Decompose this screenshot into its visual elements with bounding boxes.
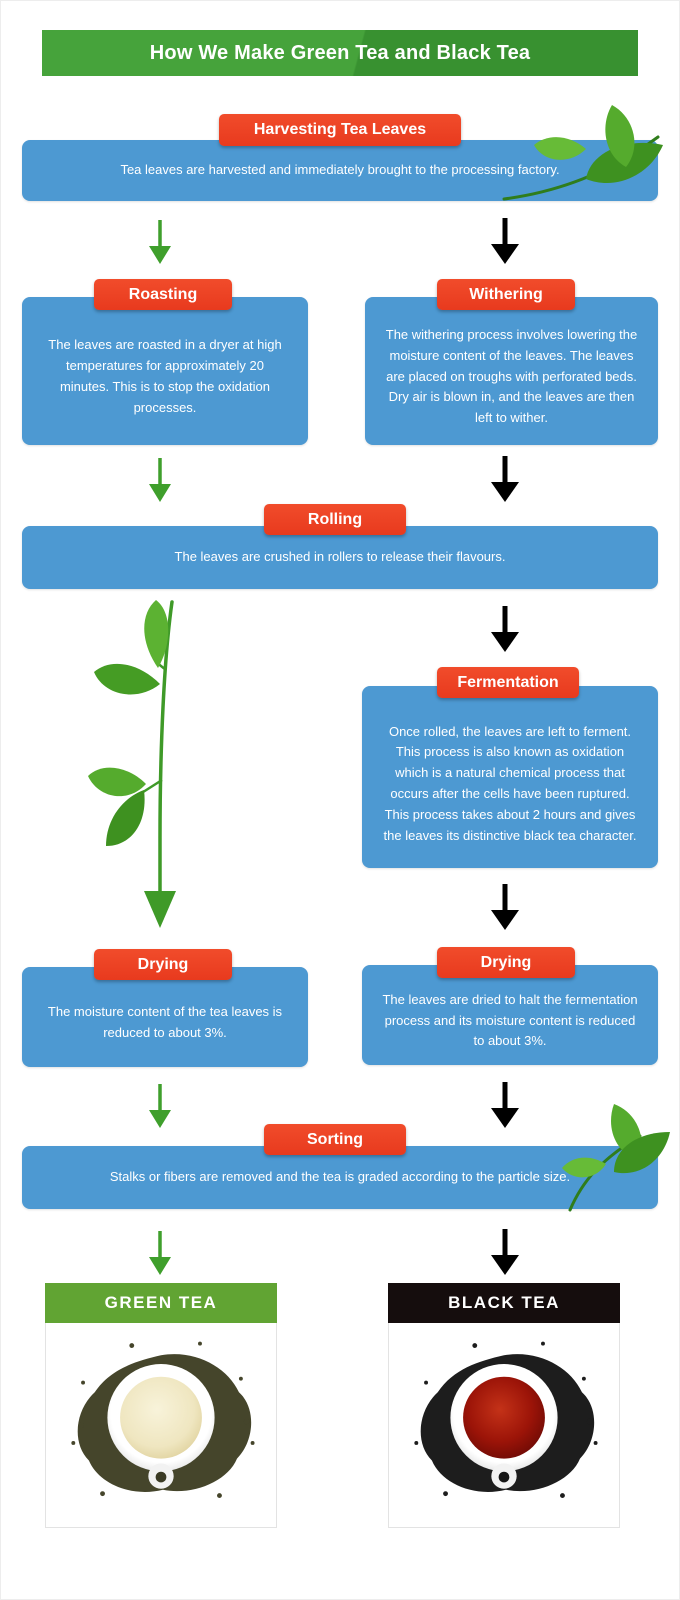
step-harvesting-label: Harvesting Tea Leaves: [253, 121, 427, 138]
step-drying-green-box: The moisture content of the tea leaves i…: [22, 967, 308, 1067]
green-down-arrow-icon: [144, 1084, 176, 1133]
black-down-arrow-icon: [488, 884, 522, 935]
step-drying-black-box: The leaves are dried to halt the ferment…: [362, 965, 658, 1065]
green-tea-result-header: GREEN TEA: [45, 1283, 277, 1323]
green-tea-result-card: [45, 1323, 277, 1528]
page-title-text: How We Make Green Tea and Black Tea: [149, 41, 531, 64]
step-withering-badge: Withering: [437, 279, 575, 310]
step-fermentation-badge: Fermentation: [437, 667, 579, 698]
step-rolling-text: The leaves are crushed in rollers to rel…: [174, 549, 506, 565]
step-harvesting-badge: Harvesting Tea Leaves: [219, 114, 461, 146]
step-sorting-badge: Sorting: [264, 1124, 406, 1155]
step-drying-black-label: Drying: [480, 953, 532, 971]
black-down-arrow-icon: [488, 1229, 522, 1280]
black-tea-result-header: BLACK TEA: [388, 1283, 620, 1323]
step-roasting-text: The leaves are roasted in a dryer at hig…: [48, 337, 282, 415]
black-down-arrow-icon: [488, 218, 522, 269]
step-rolling-box: The leaves are crushed in rollers to rel…: [22, 526, 658, 589]
step-drying-green-badge: Drying: [94, 949, 232, 980]
tea-leaf-sprig-icon: [500, 103, 665, 203]
step-rolling-badge: Rolling: [264, 504, 406, 535]
step-drying-black-badge: Drying: [437, 947, 575, 978]
step-drying-green-label: Drying: [137, 955, 189, 973]
tea-leaf-sprig-icon: [552, 1102, 672, 1214]
page-title: How We Make Green Tea and Black Tea: [42, 30, 638, 76]
step-roasting-badge: Roasting: [94, 279, 232, 310]
step-fermentation-label: Fermentation: [457, 673, 559, 691]
step-fermentation-box: Once rolled, the leaves are left to ferm…: [362, 686, 658, 868]
step-withering-box: The withering process involves lowering …: [365, 297, 658, 445]
black-down-arrow-icon: [488, 606, 522, 657]
black-tea-result-label: BLACK TEA: [448, 1293, 560, 1312]
step-harvesting-text: Tea leaves are harvested and immediately…: [120, 162, 560, 178]
step-fermentation-text: Once rolled, the leaves are left to ferm…: [383, 723, 637, 843]
green-down-arrow-icon: [144, 458, 176, 507]
black-down-arrow-icon: [488, 1082, 522, 1133]
step-drying-black-text: The leaves are dried to halt the ferment…: [382, 991, 638, 1049]
step-sorting-box: Stalks or fibers are removed and the tea…: [22, 1146, 658, 1209]
step-sorting-text: Stalks or fibers are removed and the tea…: [109, 1169, 571, 1185]
green-down-arrow-icon: [144, 1231, 176, 1280]
green-tea-cup-image: [59, 1328, 263, 1523]
green-down-arrow-icon: [144, 220, 176, 269]
step-roasting-label: Roasting: [128, 285, 198, 303]
step-drying-green-text: The moisture content of the tea leaves i…: [47, 1004, 283, 1040]
step-rolling-label: Rolling: [307, 510, 363, 528]
black-tea-result-card: [388, 1323, 620, 1528]
step-roasting-box: The leaves are roasted in a dryer at hig…: [22, 297, 308, 445]
step-withering-text: The withering process involves lowering …: [385, 327, 638, 426]
step-sorting-label: Sorting: [307, 1130, 363, 1148]
green-tea-result-label: GREEN TEA: [104, 1293, 218, 1312]
tea-branch-arrow-icon: [88, 598, 238, 936]
step-withering-label: Withering: [469, 285, 543, 303]
black-tea-cup-image: [402, 1328, 606, 1523]
black-down-arrow-icon: [488, 456, 522, 507]
